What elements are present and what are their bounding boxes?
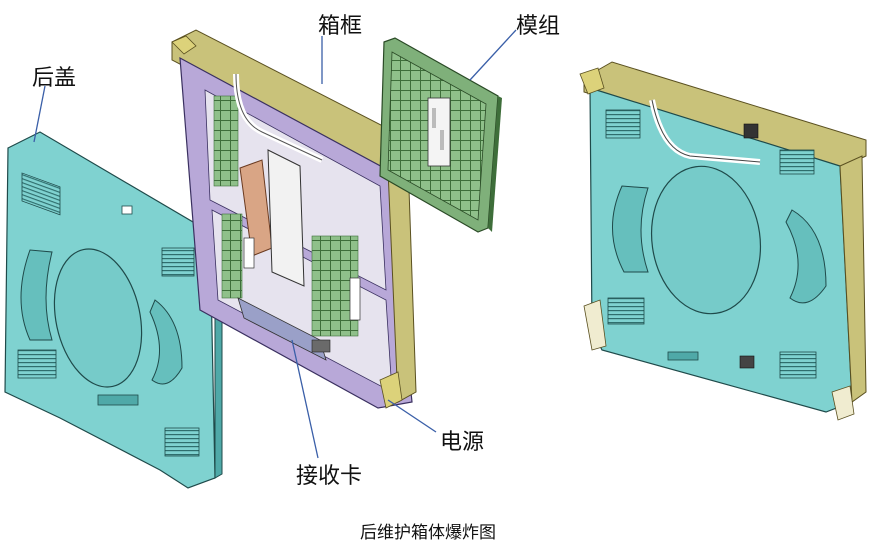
label-power-supply: 电源 (440, 430, 485, 455)
label-back-cover: 后盖 (32, 66, 77, 91)
label-receiving-card: 接收卡 (296, 464, 363, 489)
assembled-cabinet (579, 61, 867, 421)
figure-caption: 后维护箱体爆炸图 (360, 523, 496, 543)
module-part (379, 37, 502, 233)
leader-module (469, 29, 517, 81)
leader-receiving-card (291, 339, 319, 459)
leader-back-cover (33, 85, 46, 143)
label-cabinet-frame: 箱框 (318, 14, 363, 39)
label-module: 模组 (516, 14, 561, 39)
cabinet-frame-part (171, 29, 417, 409)
leader-lines (33, 29, 517, 459)
back-cover-part (4, 131, 223, 489)
leader-power-supply (387, 399, 437, 433)
